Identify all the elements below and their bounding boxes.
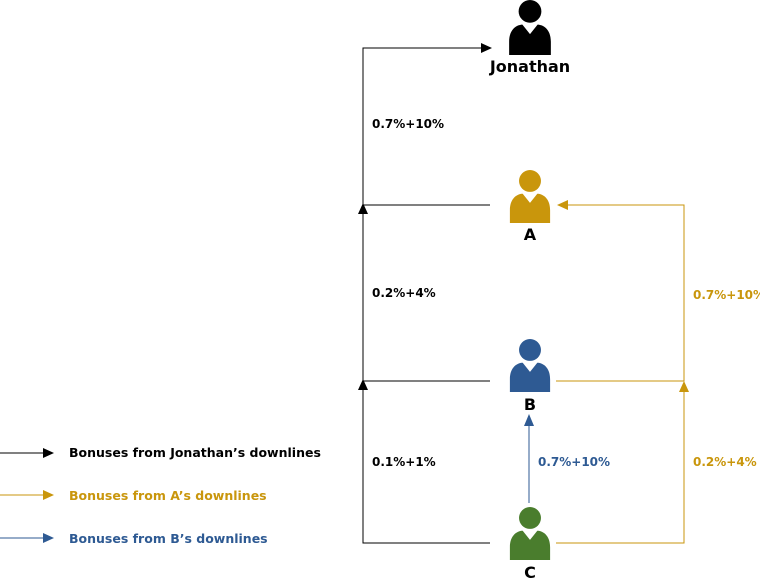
person-icon (509, 507, 551, 560)
person-icon (509, 0, 551, 55)
legend-item-jonathan: Bonuses from Jonathan’s downlines (0, 445, 321, 460)
gold-flow-lines (556, 204, 685, 544)
legend-item-a: Bonuses from A’s downlines (0, 488, 267, 503)
person-icon (509, 170, 551, 223)
legend-arrow-black (43, 448, 54, 458)
legend-arrow-gold (43, 490, 54, 500)
arrowhead-jonathan (481, 43, 492, 53)
black-arrowheads (358, 43, 492, 390)
arrowhead-up-b (358, 379, 368, 390)
node-c: C (509, 507, 551, 582)
node-jonathan: Jonathan (489, 0, 570, 76)
node-label-b: B (524, 395, 536, 414)
legend-item-b: Bonuses from B’s downlines (0, 531, 268, 546)
arrowhead-up-a (358, 203, 368, 214)
person-icon (509, 339, 551, 392)
legend-label-b: Bonuses from B’s downlines (69, 531, 268, 546)
legend-label-a: Bonuses from A’s downlines (69, 488, 267, 503)
flow-c-to-b (362, 389, 490, 544)
gold-flow-b-to-a (556, 204, 685, 382)
rate-b-to-a: 0.2%+4% (372, 286, 436, 300)
gold-arrowhead-up (679, 381, 689, 392)
rate-c-to-b-gold: 0.2%+4% (693, 455, 757, 469)
rate-c-to-b: 0.1%+1% (372, 455, 436, 469)
node-a: A (509, 170, 551, 244)
rate-a-to-jonathan: 0.7%+10% (372, 117, 444, 131)
node-label-jonathan: Jonathan (489, 57, 570, 76)
legend-label-jonathan: Bonuses from Jonathan’s downlines (69, 445, 321, 460)
flow-a-to-jonathan (362, 47, 490, 206)
node-label-a: A (524, 225, 537, 244)
gold-flow-c-to-b (556, 391, 685, 544)
rate-c-to-b-blue: 0.7%+10% (538, 455, 610, 469)
legend: Bonuses from Jonathan’s downlines Bonuse… (0, 445, 321, 546)
gold-arrowheads (557, 200, 689, 392)
legend-arrow-blue (43, 533, 54, 543)
gold-arrowhead-a (557, 200, 568, 210)
node-b: B (509, 339, 551, 414)
blue-arrowhead-b (524, 414, 534, 426)
node-label-c: C (524, 563, 536, 579)
rate-b-to-a-gold: 0.7%+10% (693, 288, 760, 302)
